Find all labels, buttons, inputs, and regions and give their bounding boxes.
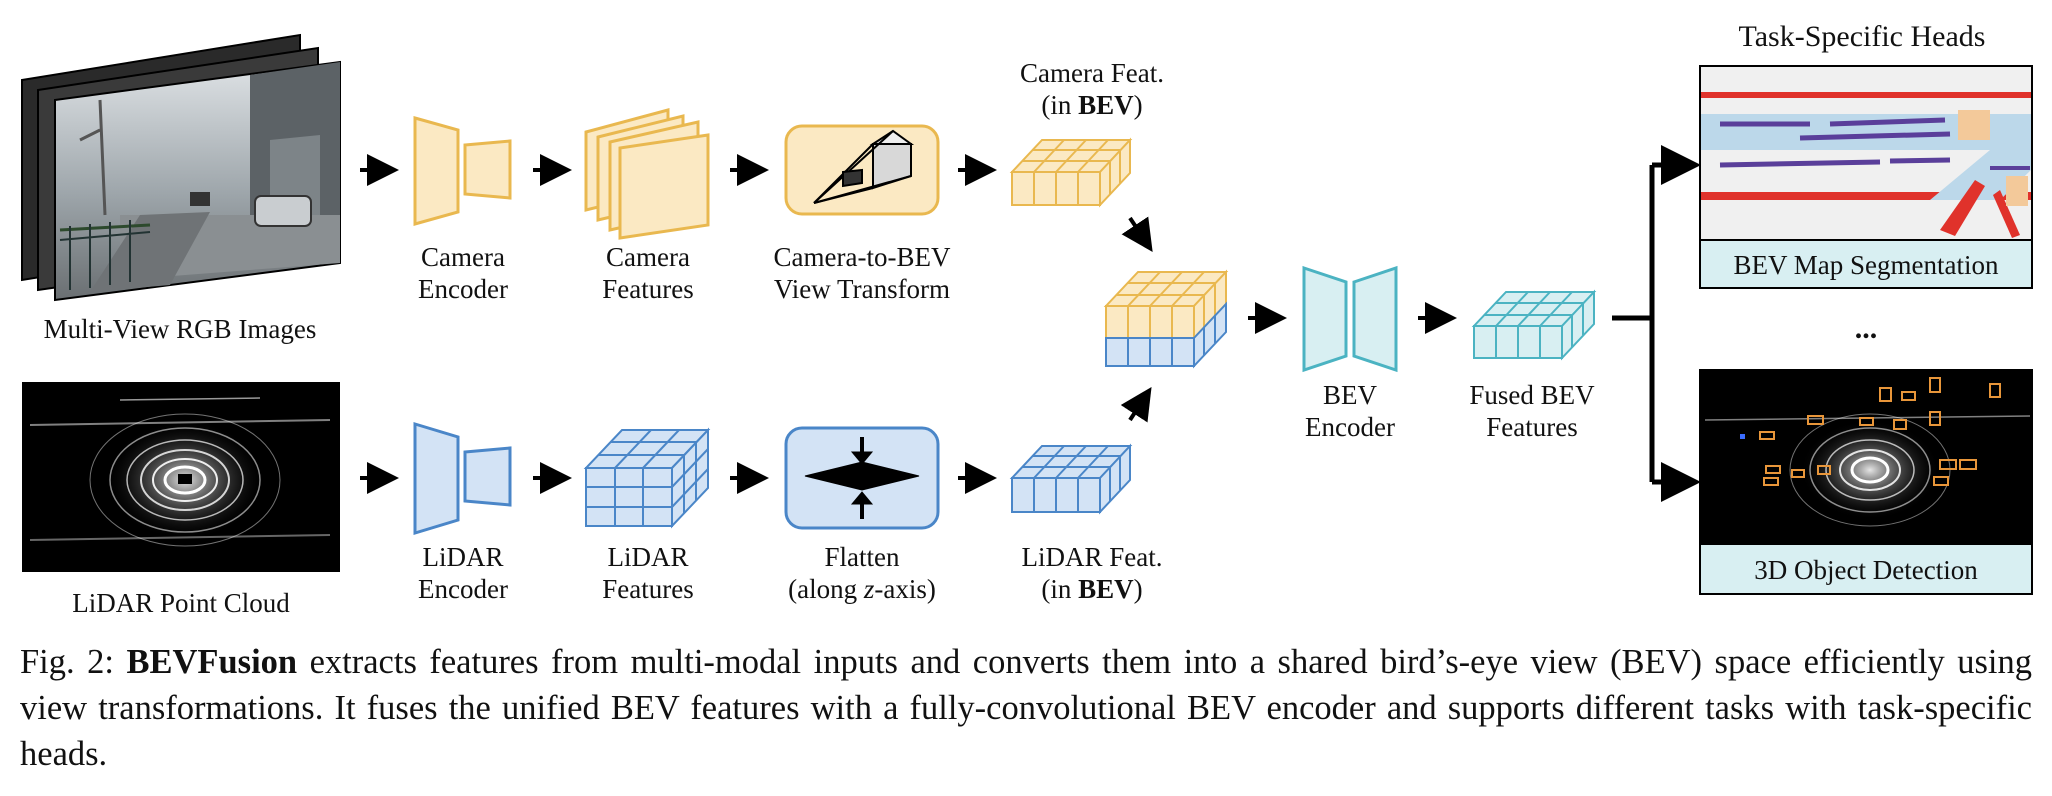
lidar-input-label: LiDAR Point Cloud <box>72 588 290 618</box>
bevfusion-diagram: Multi-View RGB Images LiDAR Point Cloud … <box>21 20 2033 618</box>
segmentation-map-image <box>1701 92 2031 238</box>
fused-bev-label-2: Features <box>1486 412 1577 442</box>
lidar-bev-feat-label-2: (in BEV) <box>1041 574 1142 604</box>
lidar-features-shape <box>583 427 711 529</box>
det-head-label: 3D Object Detection <box>1754 555 1978 585</box>
camera-encoder-shape <box>413 116 512 226</box>
caption-prefix: Fig. 2: <box>20 643 127 681</box>
seg-head-label: BEV Map Segmentation <box>1734 250 1999 280</box>
flatten-label-2: (along z-axis) <box>788 574 936 604</box>
fusion-stage: BEV Encoder Fused BEV Features <box>1103 216 1597 442</box>
camera-encoder-label-1: Camera <box>421 242 505 272</box>
frustum-icon <box>813 129 915 204</box>
camera-features-shape <box>584 108 710 240</box>
camera-bev-feat-label-1: Camera Feat. <box>1020 58 1164 88</box>
multi-view-rgb-images: Multi-View RGB Images <box>21 33 341 344</box>
camera-bev-feat-label-2: (in BEV) <box>1041 90 1142 120</box>
head-branch-connector <box>1612 145 1701 502</box>
lidar-branch: LiDAR Encoder LiDAR Features <box>360 421 1163 604</box>
street-scene-image <box>54 60 341 302</box>
task-heads: Task-Specific Heads <box>1612 20 2033 595</box>
caption-text: extracts features from multi-modal input… <box>20 643 2033 773</box>
bev-encoder-shape <box>1302 265 1398 373</box>
flatten-icon <box>804 437 920 519</box>
lidar-bev-feat-label-1: LiDAR Feat. <box>1022 542 1163 572</box>
camera-to-bev-transform-box <box>784 124 940 216</box>
arrow-camera-bev-to-concat <box>1121 216 1153 252</box>
lidar-point-cloud-image <box>29 397 331 547</box>
lidar-features-label-1: LiDAR <box>608 542 689 572</box>
lidar-encoder-label-2: Encoder <box>418 574 508 604</box>
concatenated-bev-features <box>1103 269 1229 369</box>
lidar-bev-feature-grid <box>1009 443 1133 515</box>
bev-map-segmentation-head: BEV Map Segmentation <box>1699 65 2033 289</box>
camera-branch: Camera Encoder Camera Features Camera-to <box>360 58 1164 304</box>
camera-features-label-2: Features <box>602 274 693 304</box>
flatten-box <box>784 426 940 530</box>
more-heads-ellipsis: ... <box>1855 312 1878 345</box>
fused-bev-feature-grid <box>1471 289 1597 361</box>
fused-bev-label-1: Fused BEV <box>1469 380 1595 410</box>
lidar-encoder-shape <box>413 421 512 536</box>
arrow-lidar-bev-to-concat <box>1120 386 1152 423</box>
figure-caption: Fig. 2: BEVFusion extracts features from… <box>20 640 2032 778</box>
lidar-point-cloud: LiDAR Point Cloud <box>22 382 340 618</box>
caption-method-name: BEVFusion <box>126 643 298 681</box>
3d-object-detection-head: 3D Object Detection <box>1699 369 2033 595</box>
camera-encoder-label-2: Encoder <box>418 274 508 304</box>
view-transform-label-2: View Transform <box>774 274 950 304</box>
detection-point-cloud-image <box>1704 377 2031 527</box>
camera-input-label: Multi-View RGB Images <box>44 314 317 344</box>
lidar-encoder-label-1: LiDAR <box>423 542 504 572</box>
lidar-features-label-2: Features <box>602 574 693 604</box>
bev-encoder-label-1: BEV <box>1323 380 1378 410</box>
bev-encoder-label-2: Encoder <box>1305 412 1395 442</box>
flatten-label-1: Flatten <box>825 542 900 572</box>
camera-features-label-1: Camera <box>606 242 690 272</box>
view-transform-label-1: Camera-to-BEV <box>774 242 951 272</box>
task-heads-title: Task-Specific Heads <box>1739 20 1986 53</box>
camera-bev-feature-grid <box>1009 137 1133 208</box>
